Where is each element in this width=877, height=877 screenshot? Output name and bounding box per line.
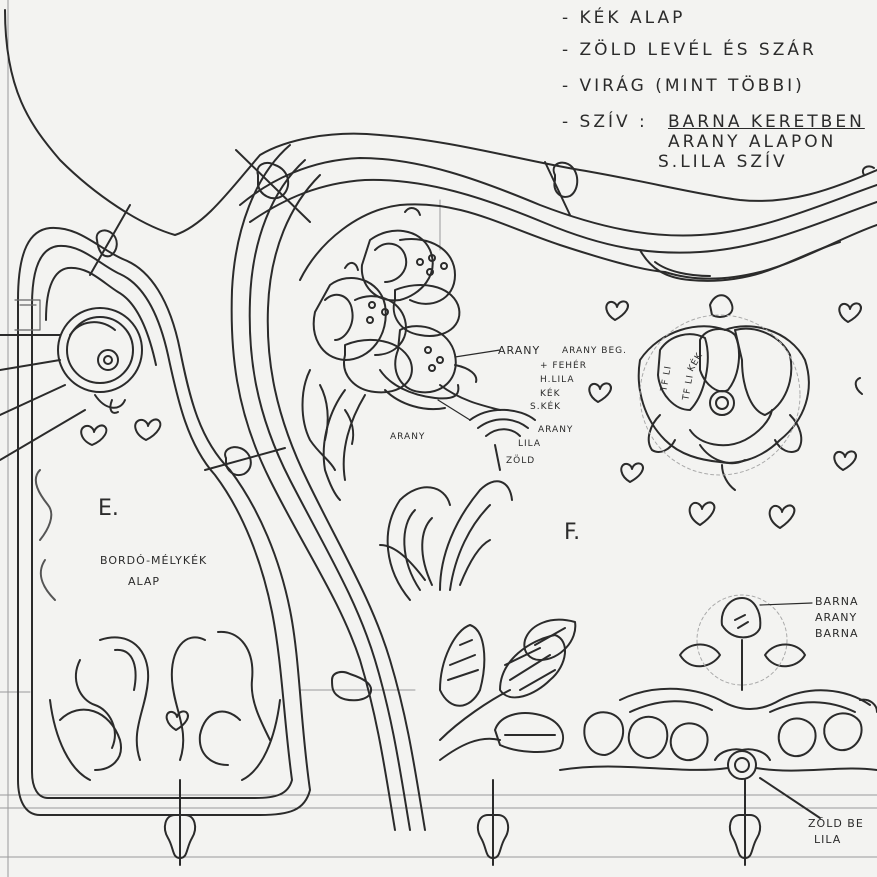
plume-sprays <box>379 480 513 601</box>
upper-band-outer <box>239 157 877 237</box>
top-left-arch <box>4 9 877 236</box>
panel-e-letter: E. <box>98 496 119 521</box>
note-line-1: - KÉK ALAP <box>562 8 686 28</box>
note-line-2: - ZÖLD LEVÉL ÉS SZÁR <box>562 40 817 60</box>
tulip-motif <box>679 594 806 691</box>
label-kek: KÉK <box>540 389 561 399</box>
leaf-cluster <box>439 618 577 761</box>
label-arany-3: ARANY <box>538 425 574 435</box>
label-barna-2: BARNA <box>815 627 859 640</box>
label-h-lila: H.LILA <box>540 375 575 385</box>
fan-motif <box>439 384 536 471</box>
label-lila-bottom: LILA <box>814 833 842 846</box>
rosette-flower <box>637 294 810 491</box>
panel-divider-outer <box>230 144 396 831</box>
left-roundel <box>57 307 143 414</box>
upper-band-inner <box>249 178 877 254</box>
panel-divider-inner <box>266 174 426 831</box>
panel-divider-mid <box>248 159 411 831</box>
label-arany-right: ARANY <box>815 611 858 624</box>
bottom-garland <box>559 687 877 819</box>
label-arany-beg: ARANY BEG. <box>562 346 627 356</box>
panel-e-frame-outer <box>17 226 311 816</box>
panel-e-label-2: ALAP <box>128 575 161 588</box>
note-line-6: S.LILA SZÍV <box>658 152 788 172</box>
label-barna-1: BARNA <box>815 595 859 608</box>
panel-e-frame-inner <box>31 244 293 799</box>
big-flower <box>301 207 478 501</box>
label-s-kek: S.KÉK <box>530 402 562 412</box>
label-arany-low: ARANY <box>390 432 426 442</box>
label-zold: ZÖLD <box>506 456 536 466</box>
note-line-3: - VIRÁG (MINT TÖBBI) <box>562 76 805 96</box>
note-line-5: ARANY ALAPON <box>668 132 837 152</box>
tick-marks <box>0 149 571 471</box>
rail-buds <box>163 779 762 866</box>
note-line-4-prefix: - SZÍV : <box>562 112 648 132</box>
panel-f-letter: F. <box>564 520 581 545</box>
label-arany-1: ARANY <box>498 344 541 357</box>
panel-e-label-1: BORDÓ-MÉLYKÉK <box>100 554 208 567</box>
label-zold-be: ZÖLD BE <box>808 817 864 830</box>
label-feher: + FEHÉR <box>540 361 587 371</box>
panel-e-flourishes <box>49 630 281 781</box>
label-connectors <box>437 349 813 606</box>
hearts <box>80 300 863 731</box>
bud-motifs <box>95 161 875 702</box>
label-lila: LILA <box>518 439 542 449</box>
note-line-4: BARNA KERETBEN <box>668 112 865 132</box>
